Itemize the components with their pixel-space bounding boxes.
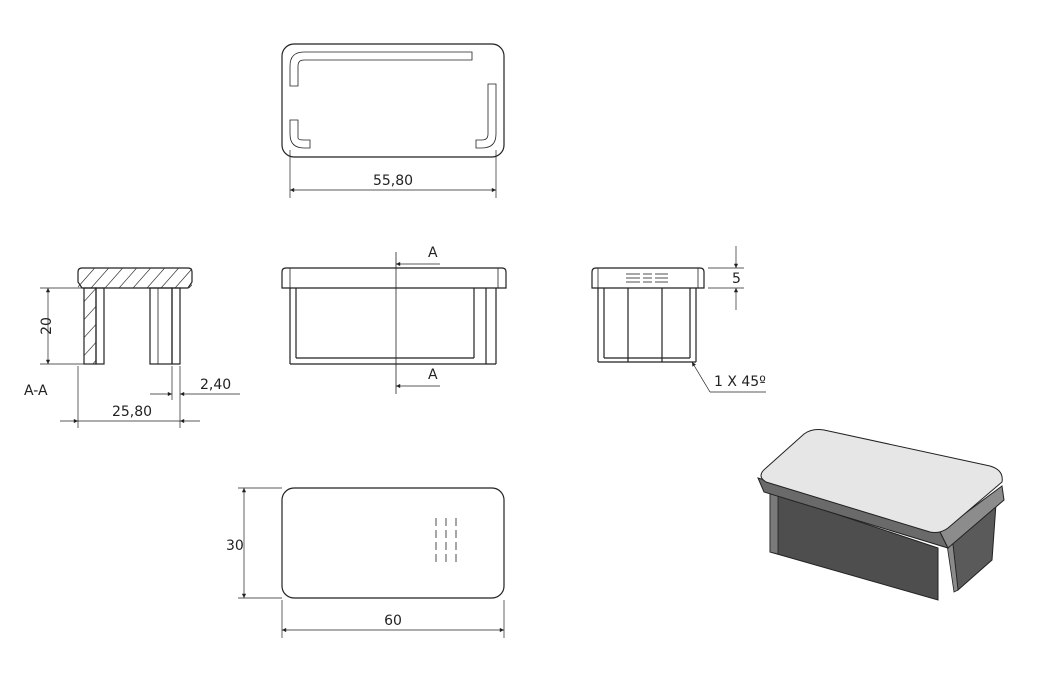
top-width-dimension: 55,80: [373, 173, 413, 189]
cut-label-bottom: A: [428, 367, 438, 383]
iso-cap-right-side: [939, 485, 1005, 549]
section-height-dimension: 20: [39, 317, 55, 335]
section-view: 20 A-A 2,40 25,80: [24, 267, 240, 428]
chamfer-dimension: 1 X 45º: [714, 374, 766, 390]
isometric-view: [757, 429, 1005, 601]
cut-label-top: A: [428, 245, 438, 261]
bottom-view: 30 60: [226, 487, 505, 638]
section-width-dimension: 25,80: [112, 404, 152, 420]
head-thickness-dimension: 5: [732, 271, 741, 287]
bottom-width-dimension: 60: [384, 613, 402, 629]
section-wall-dimension: 2,40: [200, 377, 231, 393]
section-label: A-A: [24, 383, 48, 399]
top-view: 55,80: [281, 43, 505, 198]
iso-cap-top: [760, 429, 1003, 533]
front-view: A A: [281, 245, 507, 394]
side-view: 5 1 X 45º: [591, 246, 766, 393]
bottom-height-dimension: 30: [226, 538, 244, 554]
